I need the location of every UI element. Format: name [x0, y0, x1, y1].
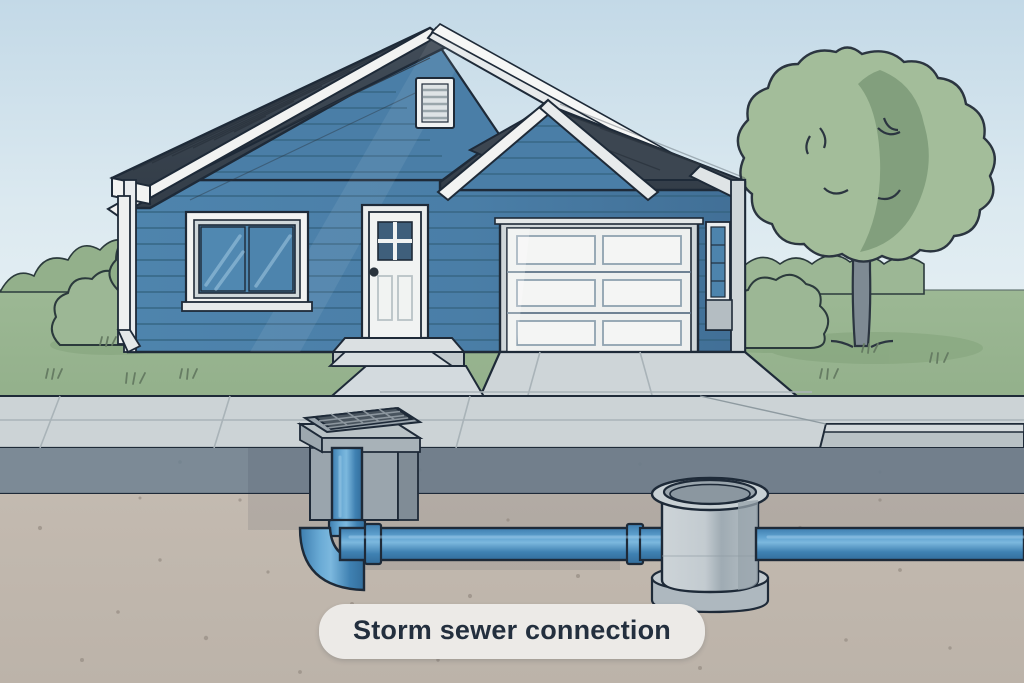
- front-window: [181, 210, 313, 312]
- trunk-main: [754, 526, 1024, 562]
- side-window: [705, 221, 733, 331]
- caption-pill: Storm sewer connection: [319, 604, 705, 659]
- gable-vent: [415, 77, 455, 129]
- manhole: [650, 476, 1024, 614]
- hardscape: [0, 350, 1024, 450]
- sidewalk: [0, 396, 1024, 448]
- door-knob-icon: [369, 267, 379, 277]
- subbase-layer: [0, 448, 1024, 494]
- caption-label: Storm sewer connection: [353, 615, 671, 645]
- tree-canopy: [736, 46, 996, 263]
- grate-bars: [318, 408, 409, 429]
- walkway-upper: [327, 351, 455, 367]
- downspout: [116, 195, 142, 354]
- house: [106, 23, 747, 367]
- garage-door[interactable]: [494, 217, 704, 354]
- tree: [736, 46, 996, 348]
- sidewalk-seams: [0, 395, 1024, 449]
- lateral-pipe: [338, 526, 672, 562]
- garage-rake-right: [538, 98, 660, 202]
- pipe-coupling: [363, 522, 383, 566]
